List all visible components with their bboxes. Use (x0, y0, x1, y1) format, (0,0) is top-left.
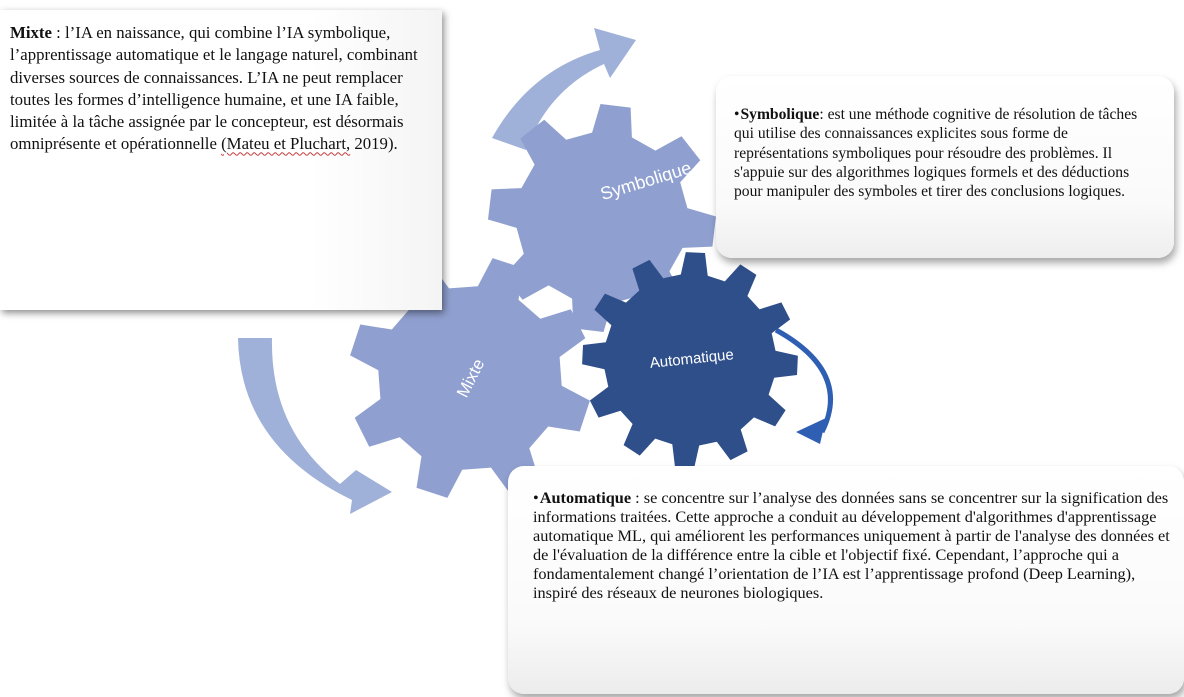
symbolique-bullet: • (734, 106, 740, 123)
symbolique-title: Symbolique (740, 106, 820, 123)
automatique-bullet: • (533, 488, 539, 507)
gear-automatique (582, 252, 798, 468)
automatique-title: Automatique (539, 488, 632, 507)
arrow-top-curve (492, 28, 636, 150)
automatique-description-box: •Automatique : se concentre sur l’analys… (508, 466, 1184, 694)
mixte-body-a: : l’IA en naissance, qui combine l’IA sy… (10, 23, 418, 154)
arrow-right-arc (774, 327, 833, 434)
mixte-citation: (Mateu et Pluchart, (221, 134, 351, 154)
arrow-left-curve (238, 338, 392, 514)
arrow-right-arc-head (796, 418, 826, 444)
automatique-body: : se concentre sur l’analyse des données… (533, 488, 1170, 602)
mixte-body-b: 2019). (350, 134, 398, 154)
mixte-title: Mixte (10, 23, 52, 42)
gear-mixte (350, 258, 590, 498)
symbolique-description-box: •Symbolique: est une méthode cognitive d… (716, 76, 1174, 258)
mixte-description-box: Mixte : l’IA en naissance, qui combine l… (0, 10, 442, 310)
symbolique-body: : est une méthode cognitive de résolutio… (734, 106, 1138, 201)
mixte-text: Mixte : l’IA en naissance, qui combine l… (10, 22, 432, 156)
